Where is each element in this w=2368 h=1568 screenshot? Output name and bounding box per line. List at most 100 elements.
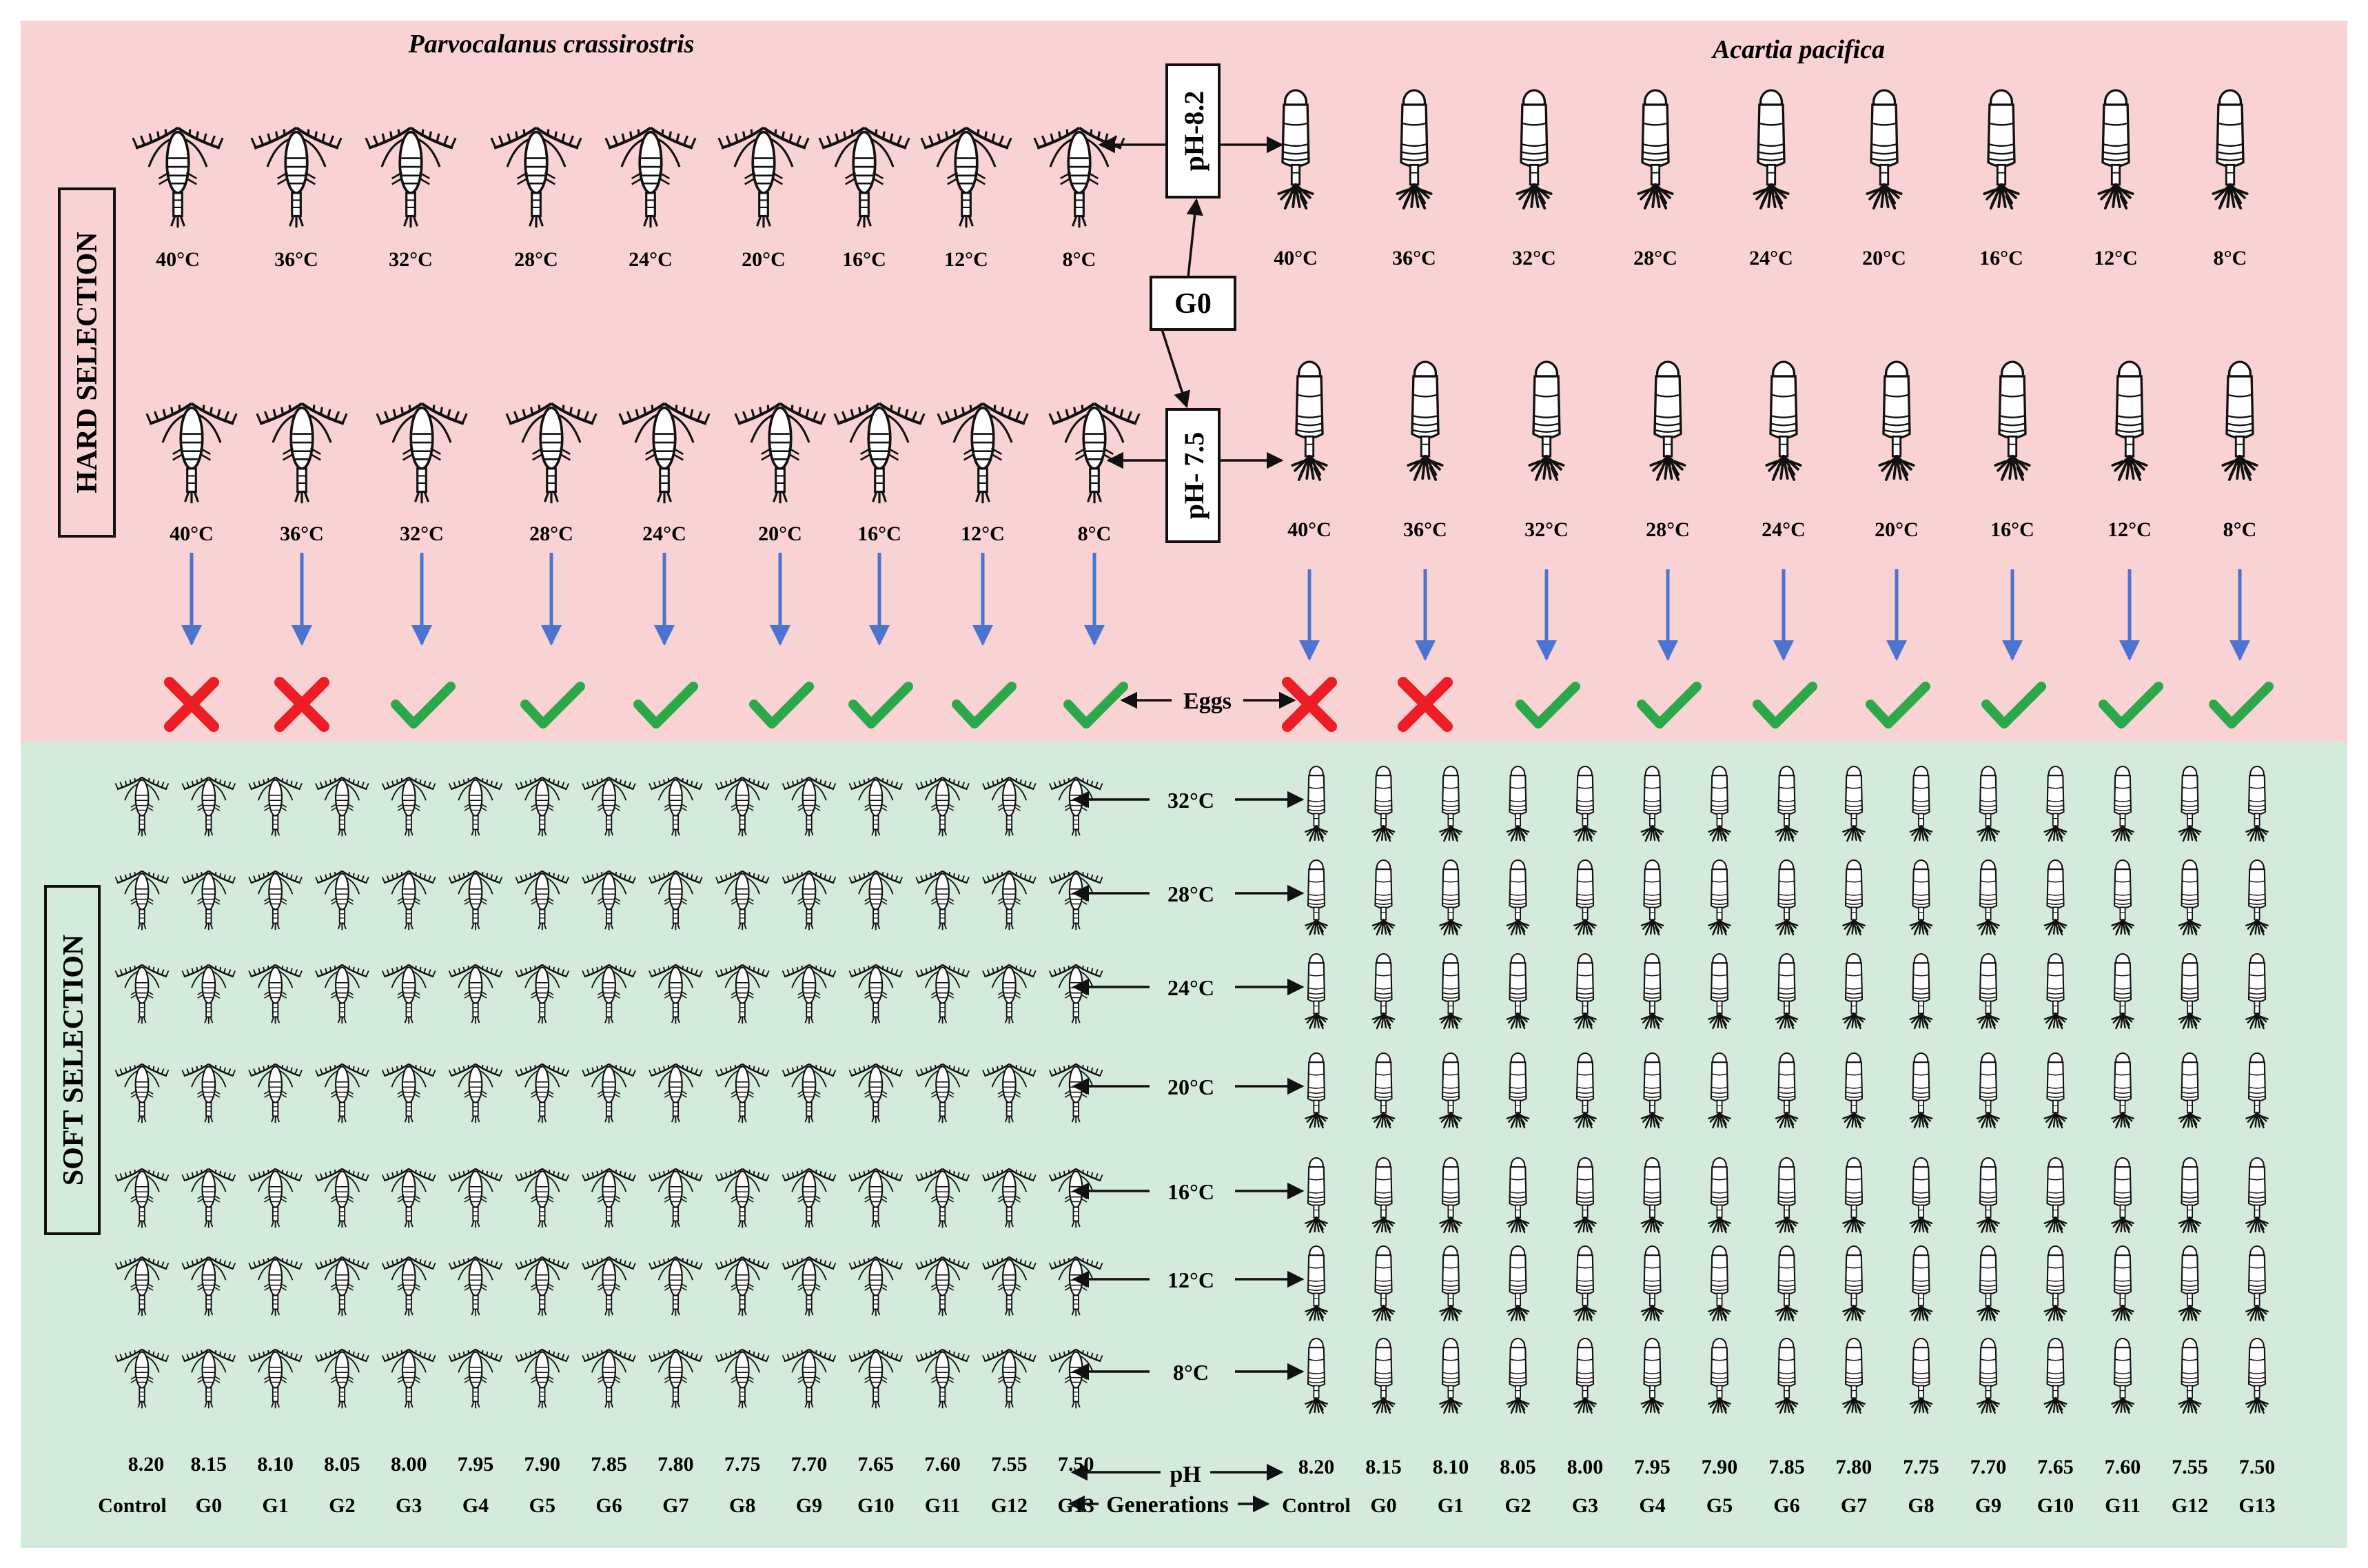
- acartia-copepod-icon: [1371, 953, 1396, 1030]
- ph-value-label: 7.90: [1702, 1456, 1738, 1478]
- acartia-copepod-icon: [2043, 1337, 2068, 1414]
- acartia-copepod-icon: [2245, 765, 2269, 842]
- generation-label: G7: [662, 1494, 688, 1517]
- acartia-copepod-icon: [2043, 859, 2068, 936]
- acartia-copepod-icon: [2043, 1052, 2068, 1129]
- acartia-copepod-icon: [1708, 1157, 1731, 1234]
- generation-label: G7: [1841, 1494, 1867, 1517]
- generation-label: G11: [925, 1494, 961, 1517]
- acartia-copepod-icon: [1506, 765, 1530, 842]
- acartia-copepod-icon: [2178, 859, 2202, 936]
- hard-temp-label: 12°C: [961, 522, 1005, 545]
- hard-temp-label: 16°C: [1990, 518, 2034, 541]
- ph-value-label: 7.95: [1634, 1456, 1671, 1478]
- acartia-copepod-icon: [2111, 953, 2134, 1030]
- soft-temp-label: 16°C: [1167, 1179, 1214, 1204]
- acartia-copepod-icon: [1708, 1337, 1731, 1414]
- acartia-copepod-icon: [1649, 360, 1686, 481]
- acartia-copepod-icon: [2111, 765, 2134, 842]
- hard-temp-label: 20°C: [742, 248, 786, 271]
- acartia-copepod-icon: [1439, 1337, 1462, 1414]
- acartia-copepod-icon: [2178, 1157, 2202, 1234]
- acartia-copepod-icon: [1842, 953, 1866, 1030]
- acartia-copepod-icon: [1439, 859, 1462, 936]
- acartia-copepod-icon: [1371, 1052, 1396, 1129]
- acartia-copepod-icon: [1291, 360, 1328, 481]
- ph-value-label: 7.55: [2172, 1456, 2208, 1478]
- acartia-copepod-icon: [2111, 1245, 2134, 1322]
- generation-label: G4: [462, 1494, 489, 1517]
- hard-temp-label: 32°C: [400, 522, 444, 545]
- hard-temp-label: 32°C: [1512, 247, 1556, 269]
- acartia-copepod-icon: [1842, 1245, 1866, 1322]
- acartia-copepod-icon: [1396, 89, 1433, 210]
- acartia-copepod-icon: [1506, 859, 1530, 936]
- acartia-copepod-icon: [1439, 1157, 1462, 1234]
- acartia-copepod-icon: [1775, 765, 1799, 842]
- soft-temp-label: 8°C: [1173, 1360, 1209, 1385]
- hard-temp-label: 24°C: [1762, 518, 1806, 541]
- acartia-copepod-icon: [1305, 953, 1328, 1030]
- acartia-copepod-icon: [1371, 765, 1396, 842]
- hard-temp-label: 20°C: [758, 522, 802, 545]
- ph-low-label: pH- 7.5: [1178, 432, 1209, 520]
- species-title-left: Parvocalanus crassirostris: [408, 30, 695, 59]
- generation-label: G3: [1572, 1494, 1598, 1517]
- acartia-copepod-icon: [2245, 1052, 2269, 1129]
- ph-value-label: 8.20: [128, 1453, 165, 1476]
- generation-label: G12: [991, 1494, 1028, 1517]
- acartia-copepod-icon: [1994, 360, 2031, 481]
- ph-high-label: pH-8.2: [1178, 91, 1209, 172]
- acartia-copepod-icon: [1909, 953, 1933, 1030]
- acartia-copepod-icon: [1977, 953, 2000, 1030]
- hard-temp-label: 16°C: [857, 522, 901, 545]
- acartia-copepod-icon: [2245, 1337, 2269, 1414]
- acartia-copepod-icon: [1506, 1052, 1530, 1129]
- acartia-copepod-icon: [2111, 859, 2134, 936]
- ph-value-label: 8.10: [1433, 1456, 1469, 1478]
- acartia-copepod-icon: [2043, 953, 2068, 1030]
- generation-label: G10: [2037, 1494, 2074, 1517]
- acartia-copepod-icon: [1305, 765, 1328, 842]
- hard-temp-label: 40°C: [170, 522, 214, 545]
- ph-low-box: [1165, 408, 1221, 543]
- acartia-copepod-icon: [1305, 1052, 1328, 1129]
- acartia-copepod-icon: [1305, 1157, 1328, 1234]
- acartia-copepod-icon: [1977, 859, 2000, 936]
- acartia-copepod-icon: [2111, 1157, 2134, 1234]
- hard-selection-label: HARD SELECTION: [72, 232, 103, 493]
- acartia-copepod-icon: [1305, 1337, 1328, 1414]
- acartia-copepod-icon: [1708, 859, 1731, 936]
- acartia-copepod-icon: [1506, 1245, 1530, 1322]
- acartia-copepod-icon: [1977, 1052, 2000, 1129]
- acartia-copepod-icon: [1371, 1245, 1396, 1322]
- g0-to-ph-high-arrow: [1186, 198, 1203, 278]
- generation-label: G1: [262, 1494, 288, 1517]
- hard-temp-label: 28°C: [529, 522, 573, 545]
- generation-label: G8: [729, 1494, 755, 1517]
- generation-label: G5: [1706, 1494, 1733, 1517]
- soft-temp-label: 28°C: [1167, 882, 1214, 906]
- acartia-copepod-icon: [1573, 1052, 1597, 1129]
- ph-value-label: 7.65: [858, 1453, 895, 1476]
- soft-temp-label: 32°C: [1167, 788, 1214, 813]
- acartia-copepod-icon: [1640, 1337, 1664, 1414]
- acartia-copepod-icon: [1775, 1337, 1799, 1414]
- acartia-copepod-icon: [1842, 765, 1866, 842]
- acartia-copepod-icon: [1640, 1245, 1664, 1322]
- ph-value-label: 8.00: [1567, 1456, 1604, 1478]
- acartia-copepod-icon: [2245, 953, 2269, 1030]
- acartia-copepod-icon: [2178, 1245, 2202, 1322]
- generation-label: G9: [1975, 1494, 2001, 1517]
- acartia-copepod-icon: [1640, 859, 1664, 936]
- ph-high-box: [1165, 63, 1221, 198]
- acartia-copepod-icon: [2043, 1157, 2068, 1234]
- hard-temp-label: 16°C: [842, 248, 886, 271]
- ph-value-label: 8.10: [257, 1453, 294, 1476]
- acartia-copepod-icon: [1708, 1052, 1731, 1129]
- acartia-copepod-icon: [1439, 1245, 1462, 1322]
- ph-value-label: 8.20: [1298, 1456, 1335, 1478]
- soft-selection-label: SOFT SELECTION: [58, 935, 90, 1186]
